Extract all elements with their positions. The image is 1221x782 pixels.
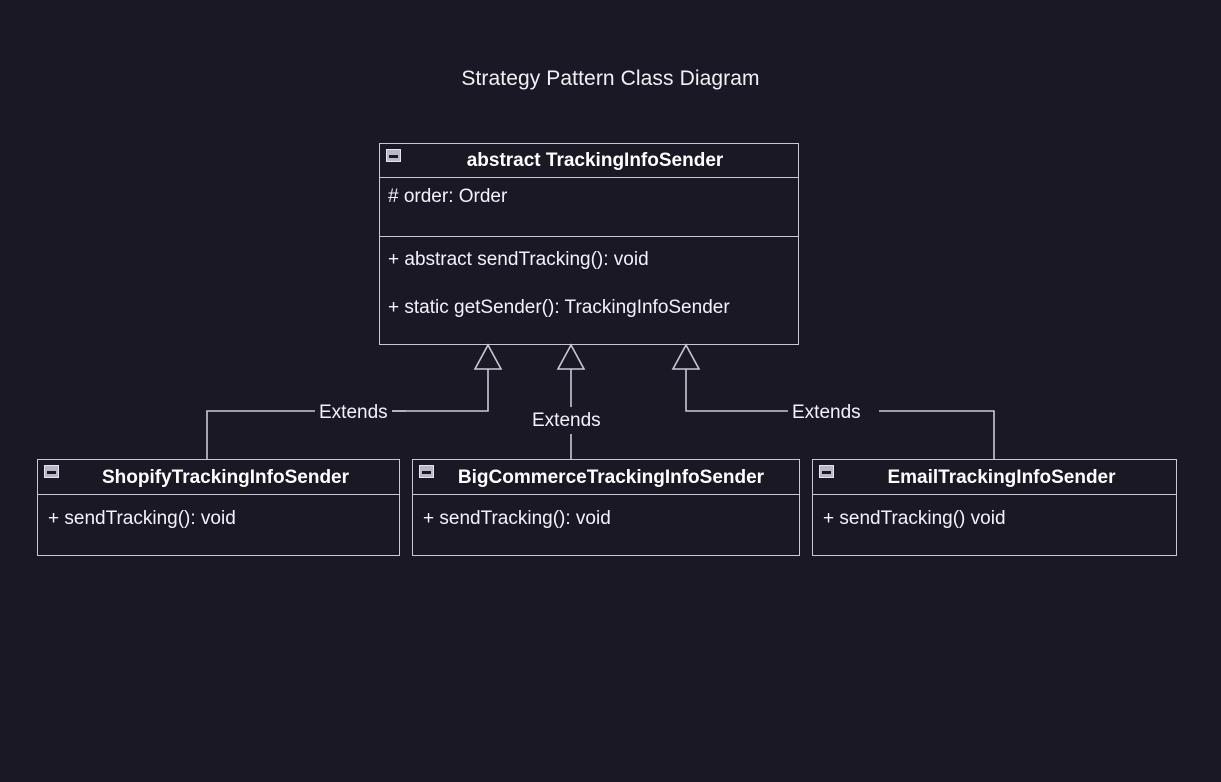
minus-box-icon[interactable] [44,465,59,478]
minus-box-icon[interactable] [419,465,434,478]
class-name: abstract TrackingInfoSender [466,150,724,171]
class-title-band: EmailTrackingInfoSender [813,460,1176,495]
extends-edge-email [685,368,995,459]
methods-compartment: + abstract sendTracking(): void + static… [380,236,798,344]
class-title-band: BigCommerceTrackingInfoSender [413,460,799,495]
generalization-arrowhead [556,343,586,370]
minus-box-icon[interactable] [386,149,401,162]
minus-box-icon[interactable] [819,465,834,478]
class-box-email-tracking-info-sender[interactable]: EmailTrackingInfoSender + sendTracking()… [812,459,1177,556]
class-title-band: abstract TrackingInfoSender [380,144,798,178]
class-box-bigcommerce-tracking-info-sender[interactable]: BigCommerceTrackingInfoSender + sendTrac… [412,459,800,556]
class-title-band: ShopifyTrackingInfoSender [38,460,399,495]
methods-compartment: + sendTracking(): void [38,495,399,554]
class-box-tracking-info-sender[interactable]: abstract TrackingInfoSender # order: Ord… [379,143,799,345]
attribute-row: # order: Order [388,186,508,207]
methods-compartment: + sendTracking() void [813,495,1176,554]
method-row: + sendTracking(): void [48,508,236,529]
page-title: Strategy Pattern Class Diagram [461,67,760,90]
method-row: + static getSender(): TrackingInfoSender [388,296,730,318]
generalization-arrowhead [473,343,503,370]
method-row: + sendTracking(): void [423,508,611,529]
class-name: ShopifyTrackingInfoSender [101,466,350,488]
method-row: + abstract sendTracking(): void [388,249,649,270]
class-name: EmailTrackingInfoSender [887,466,1116,488]
relationship-label-extends: Extends [315,403,392,422]
generalization-arrowhead [671,343,701,370]
relationship-label-extends: Extends [528,411,605,430]
class-box-shopify-tracking-info-sender[interactable]: ShopifyTrackingInfoSender + sendTracking… [37,459,400,556]
methods-compartment: + sendTracking(): void [413,495,799,554]
relationship-label-extends: Extends [788,403,865,422]
class-name: BigCommerceTrackingInfoSender [457,466,765,488]
method-row: + sendTracking() void [823,508,1006,529]
attributes-compartment: # order: Order [380,178,798,236]
